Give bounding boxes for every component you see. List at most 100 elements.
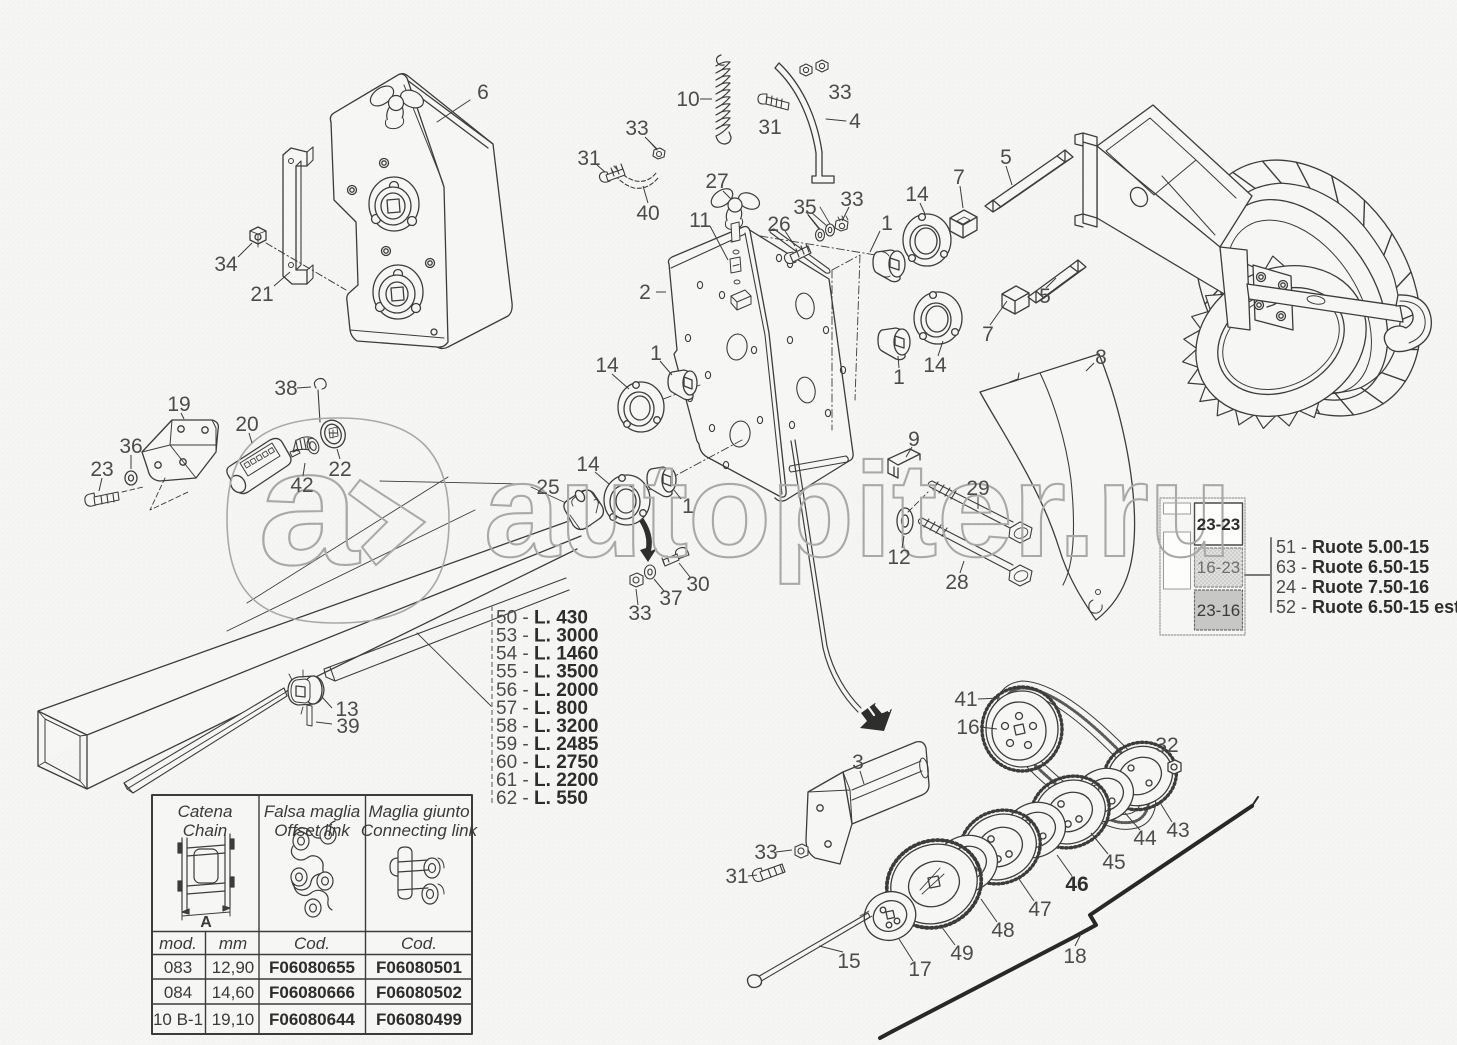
- svg-text:50 - L. 430: 50 - L. 430: [496, 608, 588, 629]
- svg-text:28: 28: [945, 571, 968, 594]
- svg-text:60 - L. 2750: 60 - L. 2750: [496, 752, 598, 773]
- svg-text:3: 3: [852, 751, 864, 774]
- svg-text:a: a: [258, 415, 361, 600]
- svg-text:Falsa maglia: Falsa maglia: [264, 802, 360, 821]
- svg-text:14: 14: [923, 354, 947, 377]
- svg-text:62 - L. 550: 62 - L. 550: [496, 788, 588, 809]
- svg-text:Cod.: Cod.: [401, 934, 437, 953]
- svg-text:12,90: 12,90: [212, 958, 255, 977]
- svg-text:Chain: Chain: [183, 821, 227, 840]
- svg-text:43: 43: [1166, 819, 1189, 842]
- svg-text:56 - L. 2000: 56 - L. 2000: [496, 680, 598, 701]
- svg-text:7: 7: [953, 166, 965, 189]
- svg-text:31: 31: [758, 116, 781, 139]
- svg-text:24 - Ruote 7.50-16: 24 - Ruote 7.50-16: [1276, 577, 1429, 597]
- svg-text:31: 31: [725, 865, 748, 888]
- svg-text:A: A: [200, 914, 212, 931]
- svg-text:Maglia giunto: Maglia giunto: [368, 802, 469, 821]
- svg-text:36: 36: [119, 435, 142, 458]
- svg-text:autopiter.ru: autopiter.ru: [484, 436, 1232, 585]
- svg-text:52 - Ruote 6.50-15 est.: 52 - Ruote 6.50-15 est.: [1276, 597, 1457, 617]
- svg-text:1: 1: [682, 495, 694, 518]
- svg-text:10 B-1: 10 B-1: [153, 1010, 203, 1029]
- svg-text:39: 39: [336, 715, 359, 738]
- svg-text:13: 13: [335, 698, 358, 721]
- svg-text:32: 32: [1155, 734, 1178, 757]
- svg-text:14,60: 14,60: [212, 983, 255, 1002]
- svg-text:mod.: mod.: [159, 934, 197, 953]
- svg-text:63 - Ruote 6.50-15: 63 - Ruote 6.50-15: [1276, 557, 1429, 577]
- svg-text:33: 33: [828, 81, 851, 104]
- svg-text:22: 22: [328, 458, 351, 481]
- svg-text:33: 33: [754, 841, 777, 864]
- svg-text:58 - L. 3200: 58 - L. 3200: [496, 716, 598, 737]
- svg-text:14: 14: [905, 183, 929, 206]
- svg-text:16-23: 16-23: [1197, 558, 1240, 577]
- svg-text:F06080644: F06080644: [269, 1010, 356, 1029]
- svg-text:53 - L. 3000: 53 - L. 3000: [496, 626, 598, 647]
- svg-text:5: 5: [1039, 285, 1051, 308]
- svg-text:8: 8: [1095, 346, 1107, 369]
- svg-text:Connecting link: Connecting link: [361, 821, 479, 840]
- svg-text:F06080499: F06080499: [376, 1010, 462, 1029]
- svg-text:51 - Ruote 5.00-15: 51 - Ruote 5.00-15: [1276, 537, 1429, 557]
- svg-text:25: 25: [536, 476, 559, 499]
- svg-text:35: 35: [793, 196, 816, 219]
- svg-text:47: 47: [1028, 898, 1051, 921]
- svg-text:31: 31: [577, 147, 600, 170]
- svg-text:7: 7: [982, 323, 994, 346]
- svg-text:57 - L. 800: 57 - L. 800: [496, 698, 588, 719]
- svg-text:4: 4: [849, 110, 861, 133]
- svg-text:19,10: 19,10: [212, 1010, 255, 1029]
- svg-text:49: 49: [950, 942, 973, 965]
- svg-text:084: 084: [164, 983, 192, 1002]
- svg-text:083: 083: [164, 958, 192, 977]
- svg-text:45: 45: [1102, 851, 1125, 874]
- svg-text:26: 26: [767, 213, 790, 236]
- svg-text:54 - L. 1460: 54 - L. 1460: [496, 644, 598, 665]
- svg-text:37: 37: [659, 587, 682, 610]
- svg-text:29: 29: [966, 477, 989, 500]
- svg-text:9: 9: [908, 428, 920, 451]
- svg-text:23-16: 23-16: [1197, 601, 1240, 620]
- svg-text:34: 34: [214, 253, 238, 276]
- svg-text:14: 14: [576, 453, 600, 476]
- svg-text:17: 17: [908, 958, 931, 981]
- svg-text:42: 42: [290, 474, 313, 497]
- svg-text:11: 11: [689, 209, 711, 232]
- svg-text:F06080502: F06080502: [376, 983, 462, 1002]
- svg-text:59 - L. 2485: 59 - L. 2485: [496, 734, 599, 755]
- svg-text:Offset link: Offset link: [274, 821, 351, 840]
- svg-text:2: 2: [639, 281, 651, 304]
- svg-text:1: 1: [893, 366, 905, 389]
- svg-text:18: 18: [1063, 945, 1086, 968]
- svg-text:20: 20: [235, 413, 258, 436]
- svg-text:Catena: Catena: [178, 802, 233, 821]
- svg-text:33: 33: [625, 117, 648, 140]
- svg-text:mm: mm: [219, 934, 247, 953]
- svg-text:48: 48: [991, 919, 1014, 942]
- svg-text:10: 10: [676, 88, 699, 111]
- svg-text:19: 19: [167, 393, 190, 416]
- svg-text:46: 46: [1065, 873, 1088, 896]
- svg-text:44: 44: [1133, 827, 1157, 850]
- svg-text:40: 40: [636, 202, 659, 225]
- svg-text:33: 33: [628, 602, 651, 625]
- svg-text:F06080666: F06080666: [269, 983, 355, 1002]
- svg-text:5: 5: [1000, 146, 1012, 169]
- svg-text:Cod.: Cod.: [294, 934, 330, 953]
- svg-text:30: 30: [686, 573, 709, 596]
- svg-text:55 - L. 3500: 55 - L. 3500: [496, 662, 598, 683]
- svg-text:23-23: 23-23: [1197, 515, 1240, 534]
- svg-text:27: 27: [705, 170, 728, 193]
- svg-text:6: 6: [477, 81, 489, 104]
- svg-text:33: 33: [840, 188, 863, 211]
- svg-text:12: 12: [887, 546, 910, 569]
- svg-text:1: 1: [881, 212, 893, 235]
- svg-text:16: 16: [956, 716, 979, 739]
- svg-text:21: 21: [250, 283, 273, 306]
- svg-text:23: 23: [90, 458, 113, 481]
- svg-text:1: 1: [650, 342, 662, 365]
- svg-text:F06080655: F06080655: [269, 958, 355, 977]
- svg-text:61 - L. 2200: 61 - L. 2200: [496, 770, 598, 791]
